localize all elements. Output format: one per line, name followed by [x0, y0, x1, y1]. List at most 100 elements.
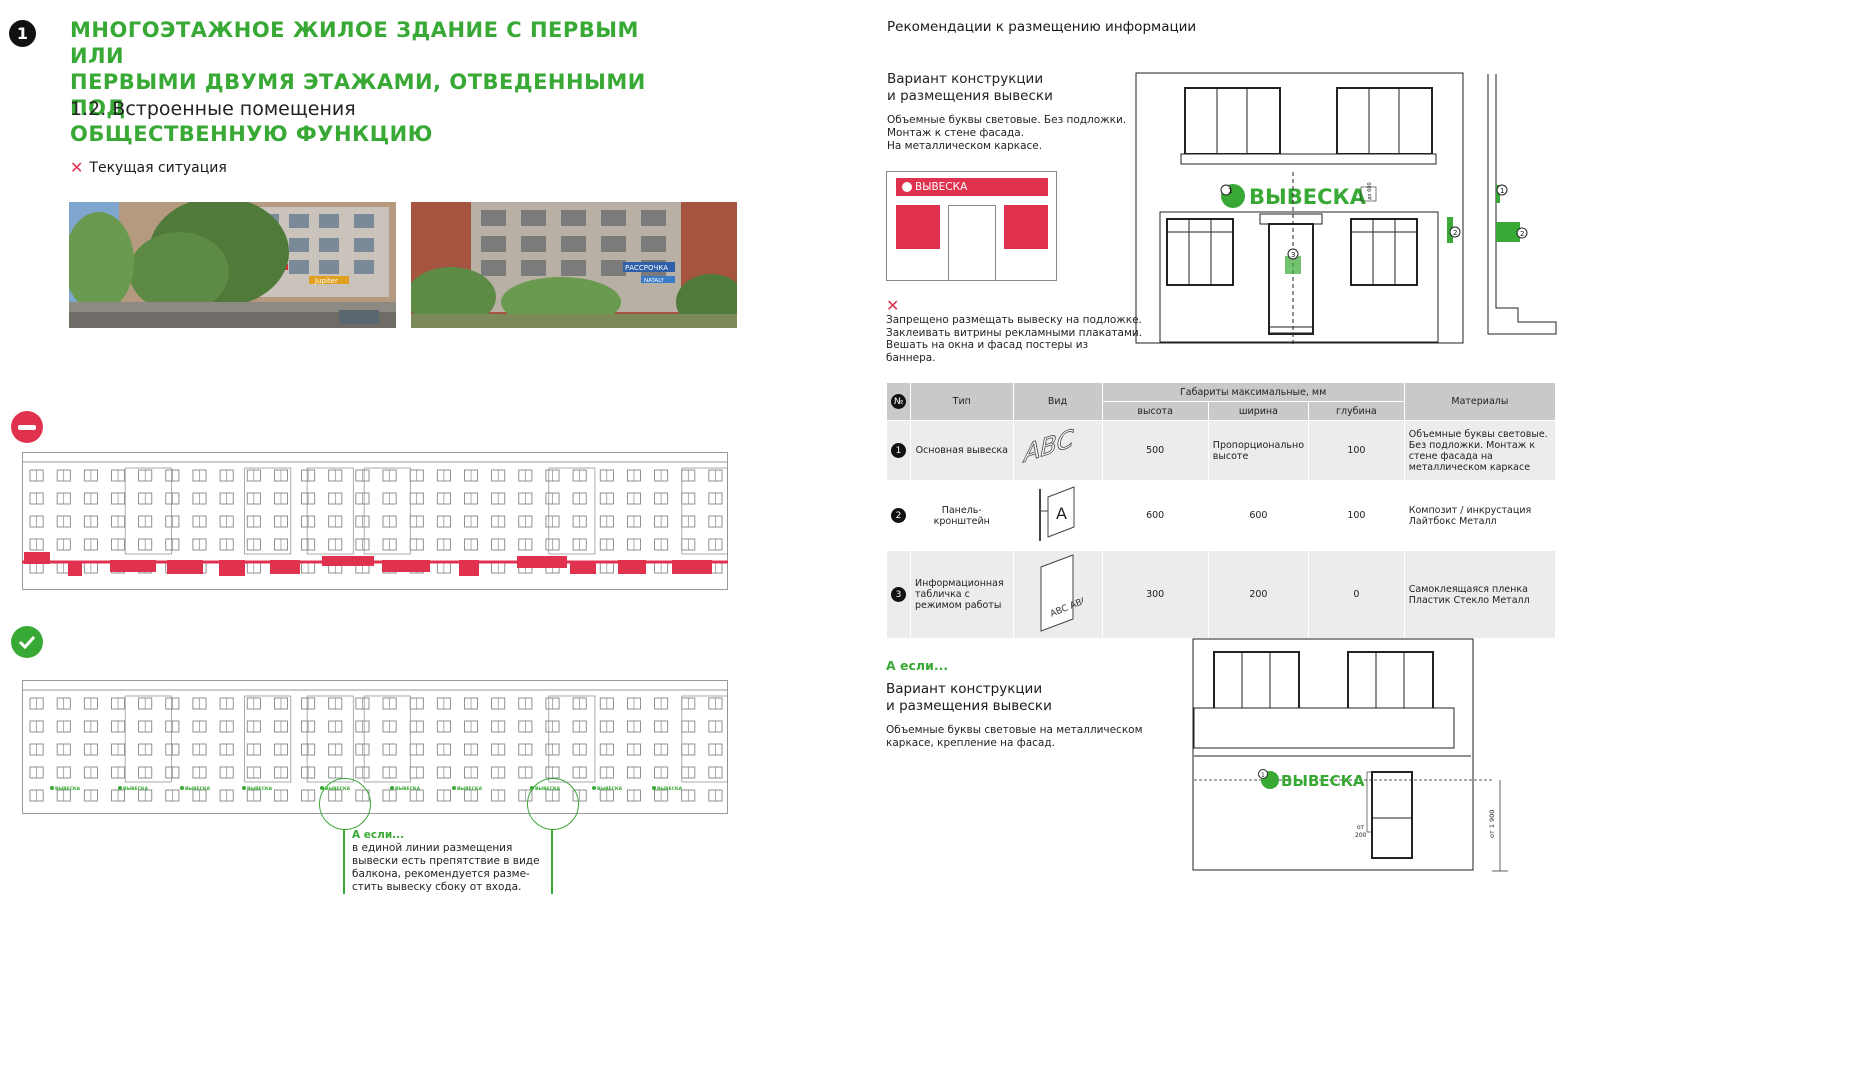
- facade-outline: [22, 680, 728, 814]
- bad-sign-label: ВЫВЕСКА: [915, 181, 968, 193]
- variant-title: Вариант конструкции и размещения вывески: [887, 71, 1053, 105]
- table-row: 3 Информационная табличка с режимом рабо…: [886, 550, 1557, 639]
- row-height: 600: [1101, 480, 1209, 551]
- facade-sign-label: ВЫВЕСКА: [395, 786, 421, 792]
- facade-incorrect: [22, 452, 729, 590]
- recommendations-title: Рекомендации к размещению информации: [887, 19, 1197, 35]
- dim-from: от: [1357, 824, 1365, 831]
- svg-text:ABC: ABC: [1022, 424, 1074, 469]
- logo-dot-icon: [902, 182, 912, 192]
- row-depth: 0: [1308, 550, 1405, 639]
- current-situation-text: Текущая ситуация: [89, 159, 227, 176]
- row-width: Пропорционально высоте: [1207, 420, 1310, 481]
- drawing-callout-1: 1: [1228, 187, 1232, 195]
- variant-title-line2: и размещения вывески: [887, 88, 1053, 104]
- row-view-bracket-icon: A: [1012, 480, 1103, 551]
- facade-balcony: [124, 467, 172, 555]
- elevation-drawing: 1 ВЫВЕСКА до 600 3 2: [1135, 72, 1465, 344]
- row-materials: Объемные буквы световые. Без подложки. М…: [1403, 420, 1557, 481]
- th-view: Вид: [1012, 382, 1103, 421]
- row-num: 2: [891, 508, 906, 523]
- th-materials: Материалы: [1403, 382, 1557, 421]
- page-title-line3: ОБЩЕСТВЕННУЮ ФУНКЦИЮ: [70, 122, 433, 146]
- facade-sign-label: ВЫВЕСКА: [457, 786, 483, 792]
- forbidden-line3: Вешать на окна и фасад постеры из: [886, 339, 1089, 351]
- balcony-callout-line1: в единой линии размещения: [352, 842, 513, 854]
- row-num: 1: [891, 443, 906, 458]
- row-materials: Самоклеящаяся пленка Пластик Стекло Мета…: [1403, 550, 1557, 639]
- th-depth: глубина: [1308, 401, 1405, 421]
- facade-sign-label: ВЫВЕСКА: [247, 786, 273, 792]
- facade-bad-sign: [459, 560, 479, 576]
- row-type: Основная вывеска: [910, 420, 1014, 481]
- facade-sign-logo: [592, 786, 596, 790]
- facade-balcony: [548, 695, 596, 783]
- row-width: 600: [1207, 480, 1310, 551]
- variant-desc-line1: Объемные буквы световые. Без подложки.: [887, 114, 1127, 126]
- cross-icon: ✕: [70, 158, 84, 177]
- section-callout-2: 2: [1520, 230, 1524, 238]
- bad-window-poster-right: [1004, 205, 1048, 249]
- second-variant-description: Объемные буквы световые на металлическом…: [886, 724, 1143, 750]
- photo-sign-rassrochka: РАССРОЧКА: [625, 264, 668, 272]
- second-drawing-callout-1: 1: [1261, 772, 1265, 779]
- facade-balcony: [363, 467, 411, 555]
- forbidden-line4: баннера.: [886, 351, 936, 364]
- row-depth: 100: [1308, 420, 1405, 481]
- second-variant-title-line1: Вариант конструкции: [886, 681, 1043, 697]
- bad-sign-example: ВЫВЕСКА: [886, 171, 1057, 281]
- dim-200: 200: [1355, 832, 1367, 839]
- callout-circle-1: [319, 778, 371, 830]
- drawing-sign-dim: до 600: [1367, 182, 1373, 200]
- current-situation-label: ✕ Текущая ситуация: [70, 158, 227, 177]
- facade-sign-logo: [180, 786, 184, 790]
- section-drawing: 1 2: [1486, 72, 1558, 340]
- facade-sign-label: ВЫВЕСКА: [55, 786, 81, 792]
- facade-bad-sign: [219, 560, 245, 576]
- facade-bad-sign: [68, 562, 82, 576]
- variant-description: Объемные буквы световые. Без подложки. М…: [887, 114, 1126, 153]
- callout-line-2: [551, 829, 553, 894]
- row-height: 500: [1101, 420, 1209, 481]
- balcony-callout-text: А если... в единой линии размещения выве…: [352, 829, 542, 894]
- th-type: Тип: [910, 382, 1014, 421]
- spec-table-wrap: № Тип Вид Габариты максимальные, мм Мате…: [886, 382, 1557, 639]
- section-number-badge: 1: [9, 20, 36, 47]
- facade-sign-label: ВЫВЕСКА: [123, 786, 149, 792]
- facade-balcony: [548, 467, 596, 555]
- facade-sign-label: ВЫВЕСКА: [657, 786, 683, 792]
- facade-sign-logo: [452, 786, 456, 790]
- drawing-sign-label: ВЫВЕСКА: [1249, 185, 1367, 209]
- facade-sign-label: ВЫВЕСКА: [597, 786, 623, 792]
- photo-sign-jupiter: Jupiter: [314, 277, 338, 285]
- photo-current-1: Jupiter: [69, 202, 396, 328]
- facade-sign-logo: [50, 786, 54, 790]
- photo-current-2: РАССРОЧКА NATALY: [411, 202, 737, 328]
- forbidden-icon: [11, 411, 43, 443]
- th-dims: Габариты максимальные, мм: [1101, 382, 1405, 402]
- row-depth: 100: [1308, 480, 1405, 551]
- check-icon: [11, 626, 43, 658]
- forbidden-cross-icon: ✕: [886, 296, 900, 315]
- facade-sign-label: ВЫВЕСКА: [185, 786, 211, 792]
- page-title-line1: МНОГОЭТАЖНОЕ ЖИЛОЕ ЗДАНИЕ С ПЕРВЫМ ИЛИ: [70, 18, 639, 68]
- balcony-callout-heading: А если...: [352, 829, 405, 841]
- row-type: Информационная табличка с режимом работы: [910, 550, 1014, 639]
- variant-desc-line3: На металлическом каркасе.: [887, 140, 1043, 152]
- th-height: высота: [1101, 401, 1209, 421]
- facade-balcony: [363, 695, 411, 783]
- facade-sign-logo: [652, 786, 656, 790]
- row-type: Панель-кронштейн: [910, 480, 1014, 551]
- second-sign-label: ВЫВЕСКА: [1281, 772, 1365, 790]
- row-height: 300: [1101, 550, 1209, 639]
- facade-sign-logo: [118, 786, 122, 790]
- bad-door: [948, 205, 996, 281]
- callout-circle-2: [527, 778, 579, 830]
- row-view-plate-icon: ABC ABC ABC: [1012, 550, 1109, 639]
- spec-table: № Тип Вид Габариты максимальные, мм Мате…: [886, 382, 1557, 639]
- photo-sign-nataly: NATALY: [644, 278, 664, 284]
- page-title: МНОГОЭТАЖНОЕ ЖИЛОЕ ЗДАНИЕ С ПЕРВЫМ ИЛИ П…: [70, 17, 690, 147]
- second-variant-if-label: А если...: [886, 658, 949, 673]
- second-elevation-drawing: 1 ВЫВЕСКА от 200 от 1 900: [1192, 638, 1510, 872]
- forbidden-line1: Запрещено размещать вывеску на подложке.: [886, 314, 1142, 326]
